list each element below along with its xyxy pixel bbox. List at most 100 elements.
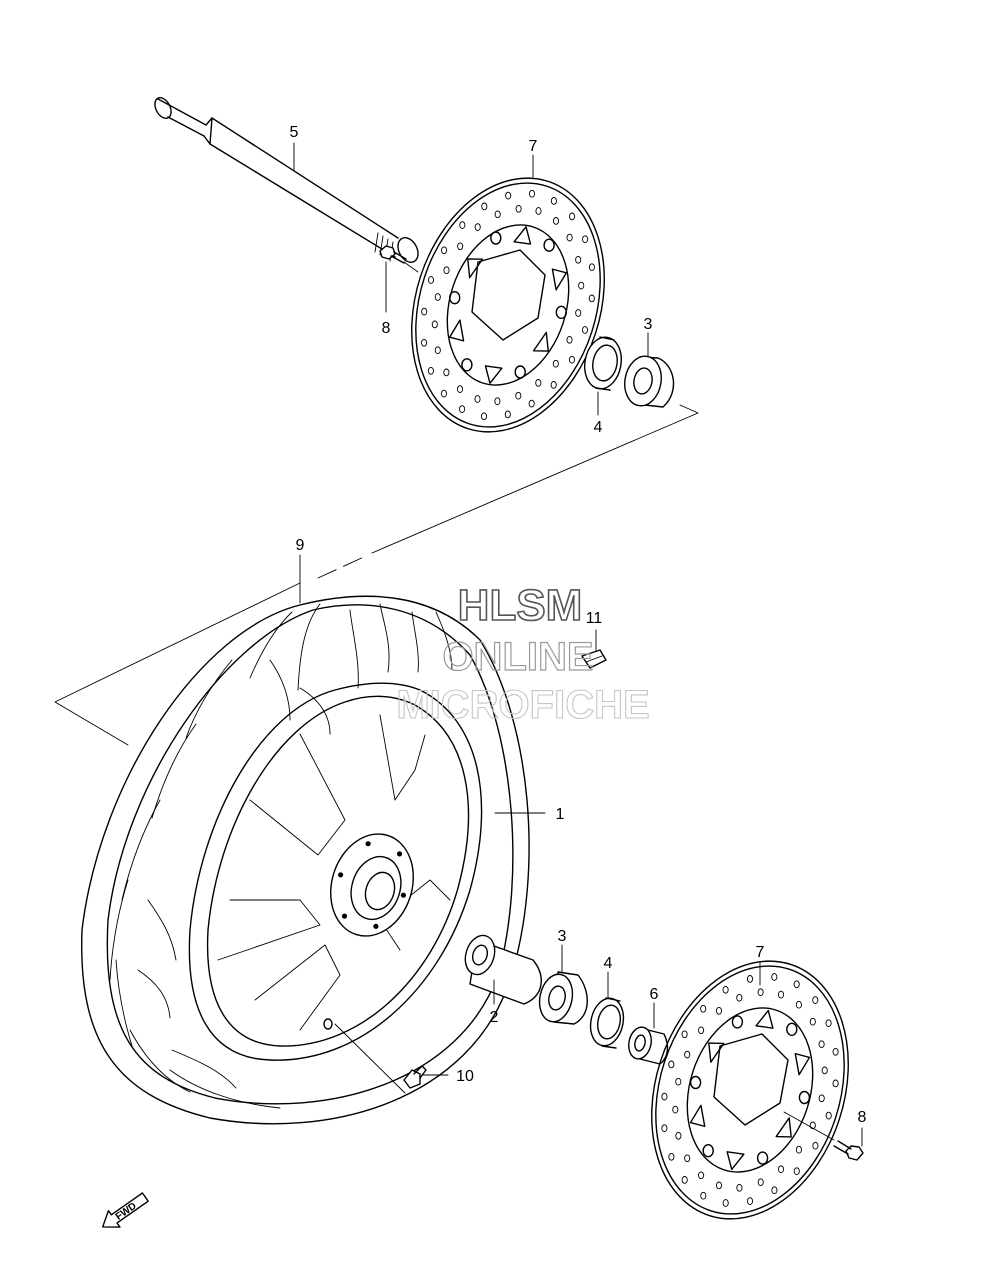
vent-hole [722, 985, 729, 994]
part-wheel [188, 682, 546, 1094]
part-brake-disc-top [411, 154, 605, 433]
vent-hole [675, 1077, 682, 1086]
callout-11: 11 [586, 610, 603, 627]
vent-hole [832, 1079, 839, 1088]
watermark-line-3: MICROFICHE [396, 683, 649, 727]
float-button [490, 231, 502, 245]
float-button [786, 1022, 798, 1037]
callout-7: 7 [529, 138, 538, 155]
part-oil-seal-bottom [589, 971, 625, 1049]
watermark: HLSM ONLINE MICROFICHE [396, 580, 650, 727]
part-collar [628, 1002, 669, 1065]
vent-hole [427, 366, 434, 375]
part-spacer [464, 934, 542, 1005]
carrier-window [689, 1104, 706, 1128]
vent-hole [809, 1017, 816, 1026]
vent-hole [661, 1092, 668, 1101]
vent-hole [809, 1121, 816, 1130]
disc-vent-holes [421, 189, 595, 421]
hub-bolt-hole [400, 892, 406, 898]
hub-bolt-hole [396, 851, 403, 857]
part-bearing-top [624, 332, 675, 408]
vent-hole [421, 338, 428, 347]
carrier-window [551, 268, 567, 291]
vent-hole [684, 1050, 691, 1059]
carrier-window [532, 331, 549, 352]
callout-10: 10 [456, 1068, 474, 1085]
part-axle [154, 97, 419, 263]
watermark-line-2: ONLINE [442, 635, 593, 679]
carrier-window [467, 258, 484, 279]
vent-hole [441, 246, 448, 255]
vent-hole [568, 355, 575, 364]
vent-hole [434, 293, 441, 301]
carrier-window [726, 1151, 745, 1171]
vent-hole [443, 368, 450, 377]
vent-hole [588, 294, 595, 303]
float-button [461, 358, 473, 372]
disc-carrier-windows [689, 1009, 811, 1171]
callout-labels: 5 7 8 3 4 9 11 1 2 3 4 6 7 8 10 [290, 124, 867, 1126]
carrier-window [484, 365, 503, 384]
vent-hole [515, 391, 522, 400]
carrier-window [755, 1009, 774, 1029]
part-bolt-bottom [783, 1111, 864, 1161]
float-button [449, 291, 461, 305]
vent-hole [757, 1178, 764, 1187]
vent-hole [700, 1191, 707, 1200]
vent-hole [746, 1197, 754, 1205]
vent-hole [825, 1111, 832, 1120]
vent-hole [672, 1105, 679, 1114]
phantom-outline [54, 404, 699, 746]
vent-hole [700, 1004, 707, 1013]
vent-hole [668, 1060, 675, 1069]
vent-hole [771, 973, 778, 981]
vent-hole [795, 1145, 802, 1154]
vent-hole [459, 221, 466, 229]
callout-5: 5 [290, 124, 299, 141]
part-bolt-top [379, 245, 419, 313]
vent-hole [569, 212, 576, 221]
float-button [543, 238, 555, 252]
vent-hole [582, 235, 589, 244]
hub-bolt-hole [365, 841, 371, 847]
vent-hole [456, 385, 464, 393]
vent-hole [575, 255, 582, 264]
carrier-window [513, 226, 532, 245]
carrier-window [449, 319, 465, 342]
vent-hole [698, 1171, 705, 1180]
callout-4: 4 [604, 955, 613, 972]
vent-hole [757, 988, 764, 997]
vent-hole [474, 223, 481, 231]
vent-hole [681, 1176, 688, 1184]
vent-hole [588, 263, 595, 272]
part-bearing-bottom [538, 944, 588, 1025]
vent-hole [427, 276, 435, 284]
vent-hole [535, 207, 542, 215]
vent-hole [457, 242, 464, 251]
callout-6: 6 [650, 986, 659, 1003]
callout-1: 1 [556, 806, 565, 823]
vent-hole [515, 204, 522, 213]
vent-hole [818, 1094, 825, 1103]
axle-thread [374, 232, 394, 262]
vent-hole [736, 1183, 743, 1192]
vent-hole [431, 320, 438, 329]
float-button [689, 1075, 702, 1090]
vent-hole [715, 1181, 723, 1190]
vent-hole [459, 405, 466, 413]
vent-hole [793, 1167, 800, 1176]
vent-hole [528, 189, 536, 198]
tire-tread-grooves [109, 603, 453, 1109]
vent-hole [550, 381, 557, 389]
vent-hole [581, 326, 589, 334]
callout-2: 2 [490, 1009, 499, 1026]
vent-hole [552, 359, 559, 368]
vent-hole [494, 397, 501, 406]
callout-4: 4 [594, 419, 603, 436]
vent-hole [777, 990, 785, 999]
vent-hole [481, 202, 488, 211]
part-oil-seal-top [584, 336, 622, 416]
vent-hole [440, 389, 447, 398]
vent-hole [795, 1000, 802, 1009]
